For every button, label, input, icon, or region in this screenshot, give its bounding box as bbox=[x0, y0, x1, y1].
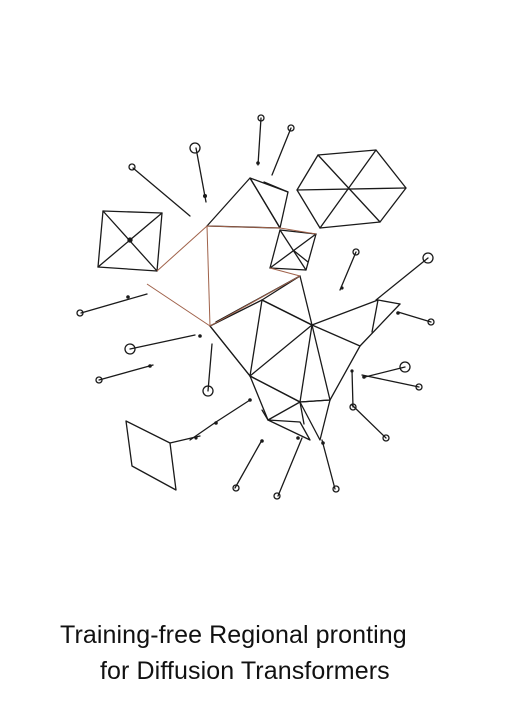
small-cube-shape bbox=[269, 229, 317, 271]
left-square-shape bbox=[97, 210, 163, 272]
parallelogram-shape bbox=[125, 420, 201, 491]
poster-title: Training-free Regional pronting for Diff… bbox=[0, 618, 512, 698]
node-circles bbox=[76, 114, 435, 500]
small-dots bbox=[126, 161, 400, 445]
spoke-lines bbox=[80, 117, 432, 497]
top-triangle-shape bbox=[206, 177, 289, 229]
title-line-1: Training-free Regional pronting bbox=[60, 621, 407, 649]
hexagon-shape bbox=[296, 149, 407, 229]
central-mesh-shape bbox=[209, 275, 401, 441]
title-line-2: for Diffusion Transformers bbox=[100, 657, 390, 685]
network-sketch-icon bbox=[76, 114, 435, 500]
accent-connectors bbox=[146, 225, 317, 327]
